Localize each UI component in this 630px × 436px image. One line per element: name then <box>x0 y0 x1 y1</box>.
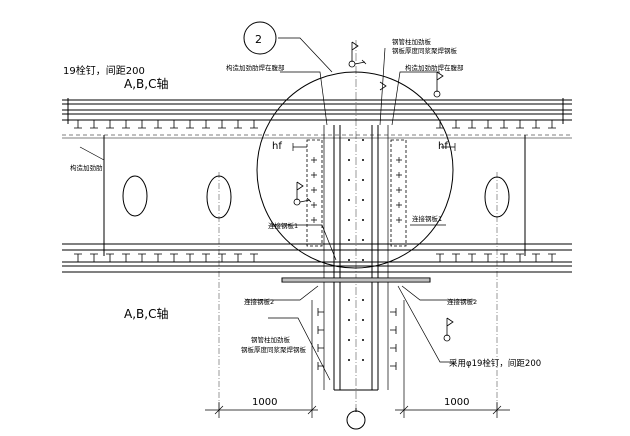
beam-end-ticks <box>67 98 564 256</box>
plate-bolt-marks <box>311 157 402 223</box>
beam-web-lines <box>62 134 572 139</box>
web-openings <box>122 175 510 219</box>
note-stiffener-bottom-1: 钢管柱加劲板 <box>251 335 291 344</box>
dimension-right: 1000 <box>444 397 469 408</box>
steel-tube-column <box>323 125 389 391</box>
connection-plates-1 <box>306 139 407 247</box>
shear-studs-top <box>74 120 556 129</box>
opening-centerlines <box>218 172 498 412</box>
detail-number: 2 <box>255 33 262 46</box>
axis-label-top: A,B,C轴 <box>124 76 168 91</box>
beam-top-flange <box>62 99 572 121</box>
weld-flags <box>293 41 454 342</box>
note-connect-plate-2-right: 连接钢板2 <box>447 297 477 306</box>
dimension-left: 1000 <box>252 397 277 408</box>
note-stiffener-plate-top-2: 钢板厚度同浆聚焊钢板 <box>392 46 458 55</box>
note-connect-plate-1: 连接钢板1 <box>268 221 298 230</box>
stud-note-top-left: 19栓钉，间距200 <box>63 64 145 77</box>
detail-callout-circle <box>243 21 277 55</box>
note-stiffener-bottom-2: 钢板厚度同浆聚焊钢板 <box>241 345 307 354</box>
column-axis-bubble <box>346 410 366 430</box>
stud-note-bottom-right: 采用φ19栓钉，间距200 <box>449 358 541 369</box>
axis-label-bottom: A,B,C轴 <box>124 306 168 321</box>
note-stiffener-left: 构造加劲肋焊在腹部 <box>226 63 285 72</box>
detail-circle <box>256 71 454 269</box>
hf-label-left: hf <box>272 141 282 152</box>
note-connect-plate-2-left: 连接钢板2 <box>244 297 274 306</box>
leader-lines <box>79 37 475 381</box>
column-stud-dots <box>348 139 364 361</box>
note-stiffener-plate-top-1: 钢管柱加劲板 <box>392 37 432 46</box>
dimension-lines <box>205 300 510 418</box>
hf-brackets <box>292 143 456 151</box>
note-web-stiffener: 构造加劲肋 <box>70 163 103 172</box>
beam-bottom-flange <box>62 243 572 273</box>
lower-column-studs <box>317 308 397 370</box>
note-connect-plate-1-right: 连接钢板1 <box>412 214 442 223</box>
shear-studs-bottom <box>74 253 556 262</box>
note-stiffener-right: 构造加劲肋焊在腹部 <box>405 63 464 72</box>
hf-label-right: hf <box>438 141 448 152</box>
